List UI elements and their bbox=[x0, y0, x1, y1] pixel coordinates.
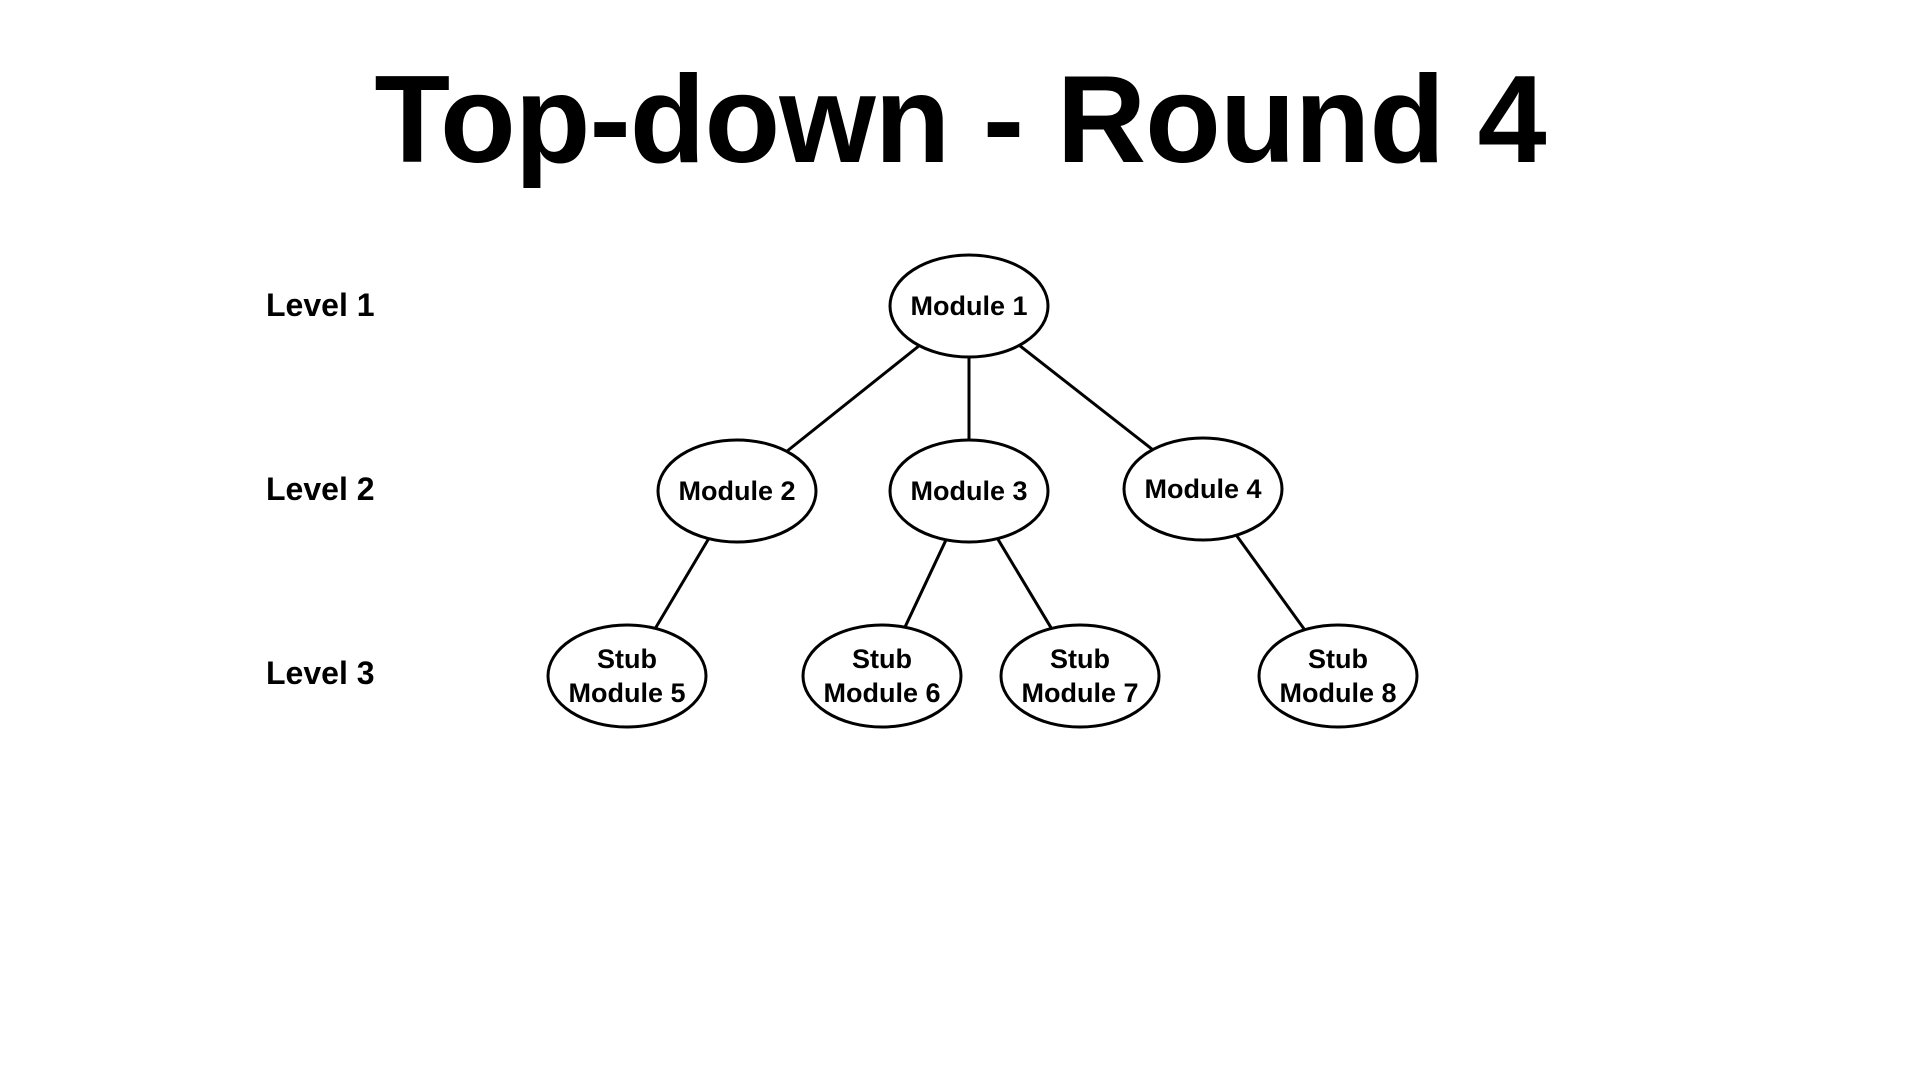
edge-m1-m2 bbox=[785, 344, 921, 453]
node-ellipse bbox=[656, 438, 818, 544]
node-label: Module 8 bbox=[1279, 678, 1396, 708]
node-m4: Module 4 bbox=[1122, 436, 1284, 542]
edge-m3-s7 bbox=[996, 537, 1053, 630]
slide-title: Top-down - Round 4 bbox=[374, 51, 1546, 189]
node-label: Module 2 bbox=[678, 476, 795, 506]
node-label: Module 6 bbox=[823, 678, 940, 708]
node-ellipse bbox=[801, 623, 963, 729]
node-m1: Module 1 bbox=[888, 253, 1050, 359]
node-m2: Module 2 bbox=[656, 438, 818, 544]
node-ellipse bbox=[1257, 623, 1419, 729]
node-ellipse bbox=[1122, 436, 1284, 542]
level-1-label: Level 1 bbox=[266, 287, 375, 323]
level-2-label: Level 2 bbox=[266, 471, 375, 507]
edge-m2-s5 bbox=[654, 537, 710, 630]
level-3-label: Level 3 bbox=[266, 655, 375, 691]
node-ellipse bbox=[888, 253, 1050, 359]
nodes-layer: Module 1 Module 2 Module 3 Module 4 StubModu… bbox=[546, 253, 1419, 729]
edges-layer bbox=[654, 344, 1306, 631]
edge-m4-s8 bbox=[1235, 534, 1306, 631]
node-label: Module 4 bbox=[1144, 474, 1261, 504]
node-label: Stub bbox=[1308, 644, 1368, 674]
edge-m3-s6 bbox=[903, 539, 948, 628]
node-label: Module 3 bbox=[910, 476, 1027, 506]
node-ellipse bbox=[999, 623, 1161, 729]
node-label: Module 1 bbox=[910, 291, 1027, 321]
edge-m1-m4 bbox=[1018, 344, 1154, 451]
node-label: Stub bbox=[1050, 644, 1110, 674]
node-ellipse bbox=[546, 623, 708, 729]
node-label: Module 7 bbox=[1021, 678, 1138, 708]
node-label: Module 5 bbox=[568, 678, 685, 708]
node-label: Stub bbox=[852, 644, 912, 674]
node-m3: Module 3 bbox=[888, 438, 1050, 544]
node-label: Stub bbox=[597, 644, 657, 674]
node-ellipse bbox=[888, 438, 1050, 544]
